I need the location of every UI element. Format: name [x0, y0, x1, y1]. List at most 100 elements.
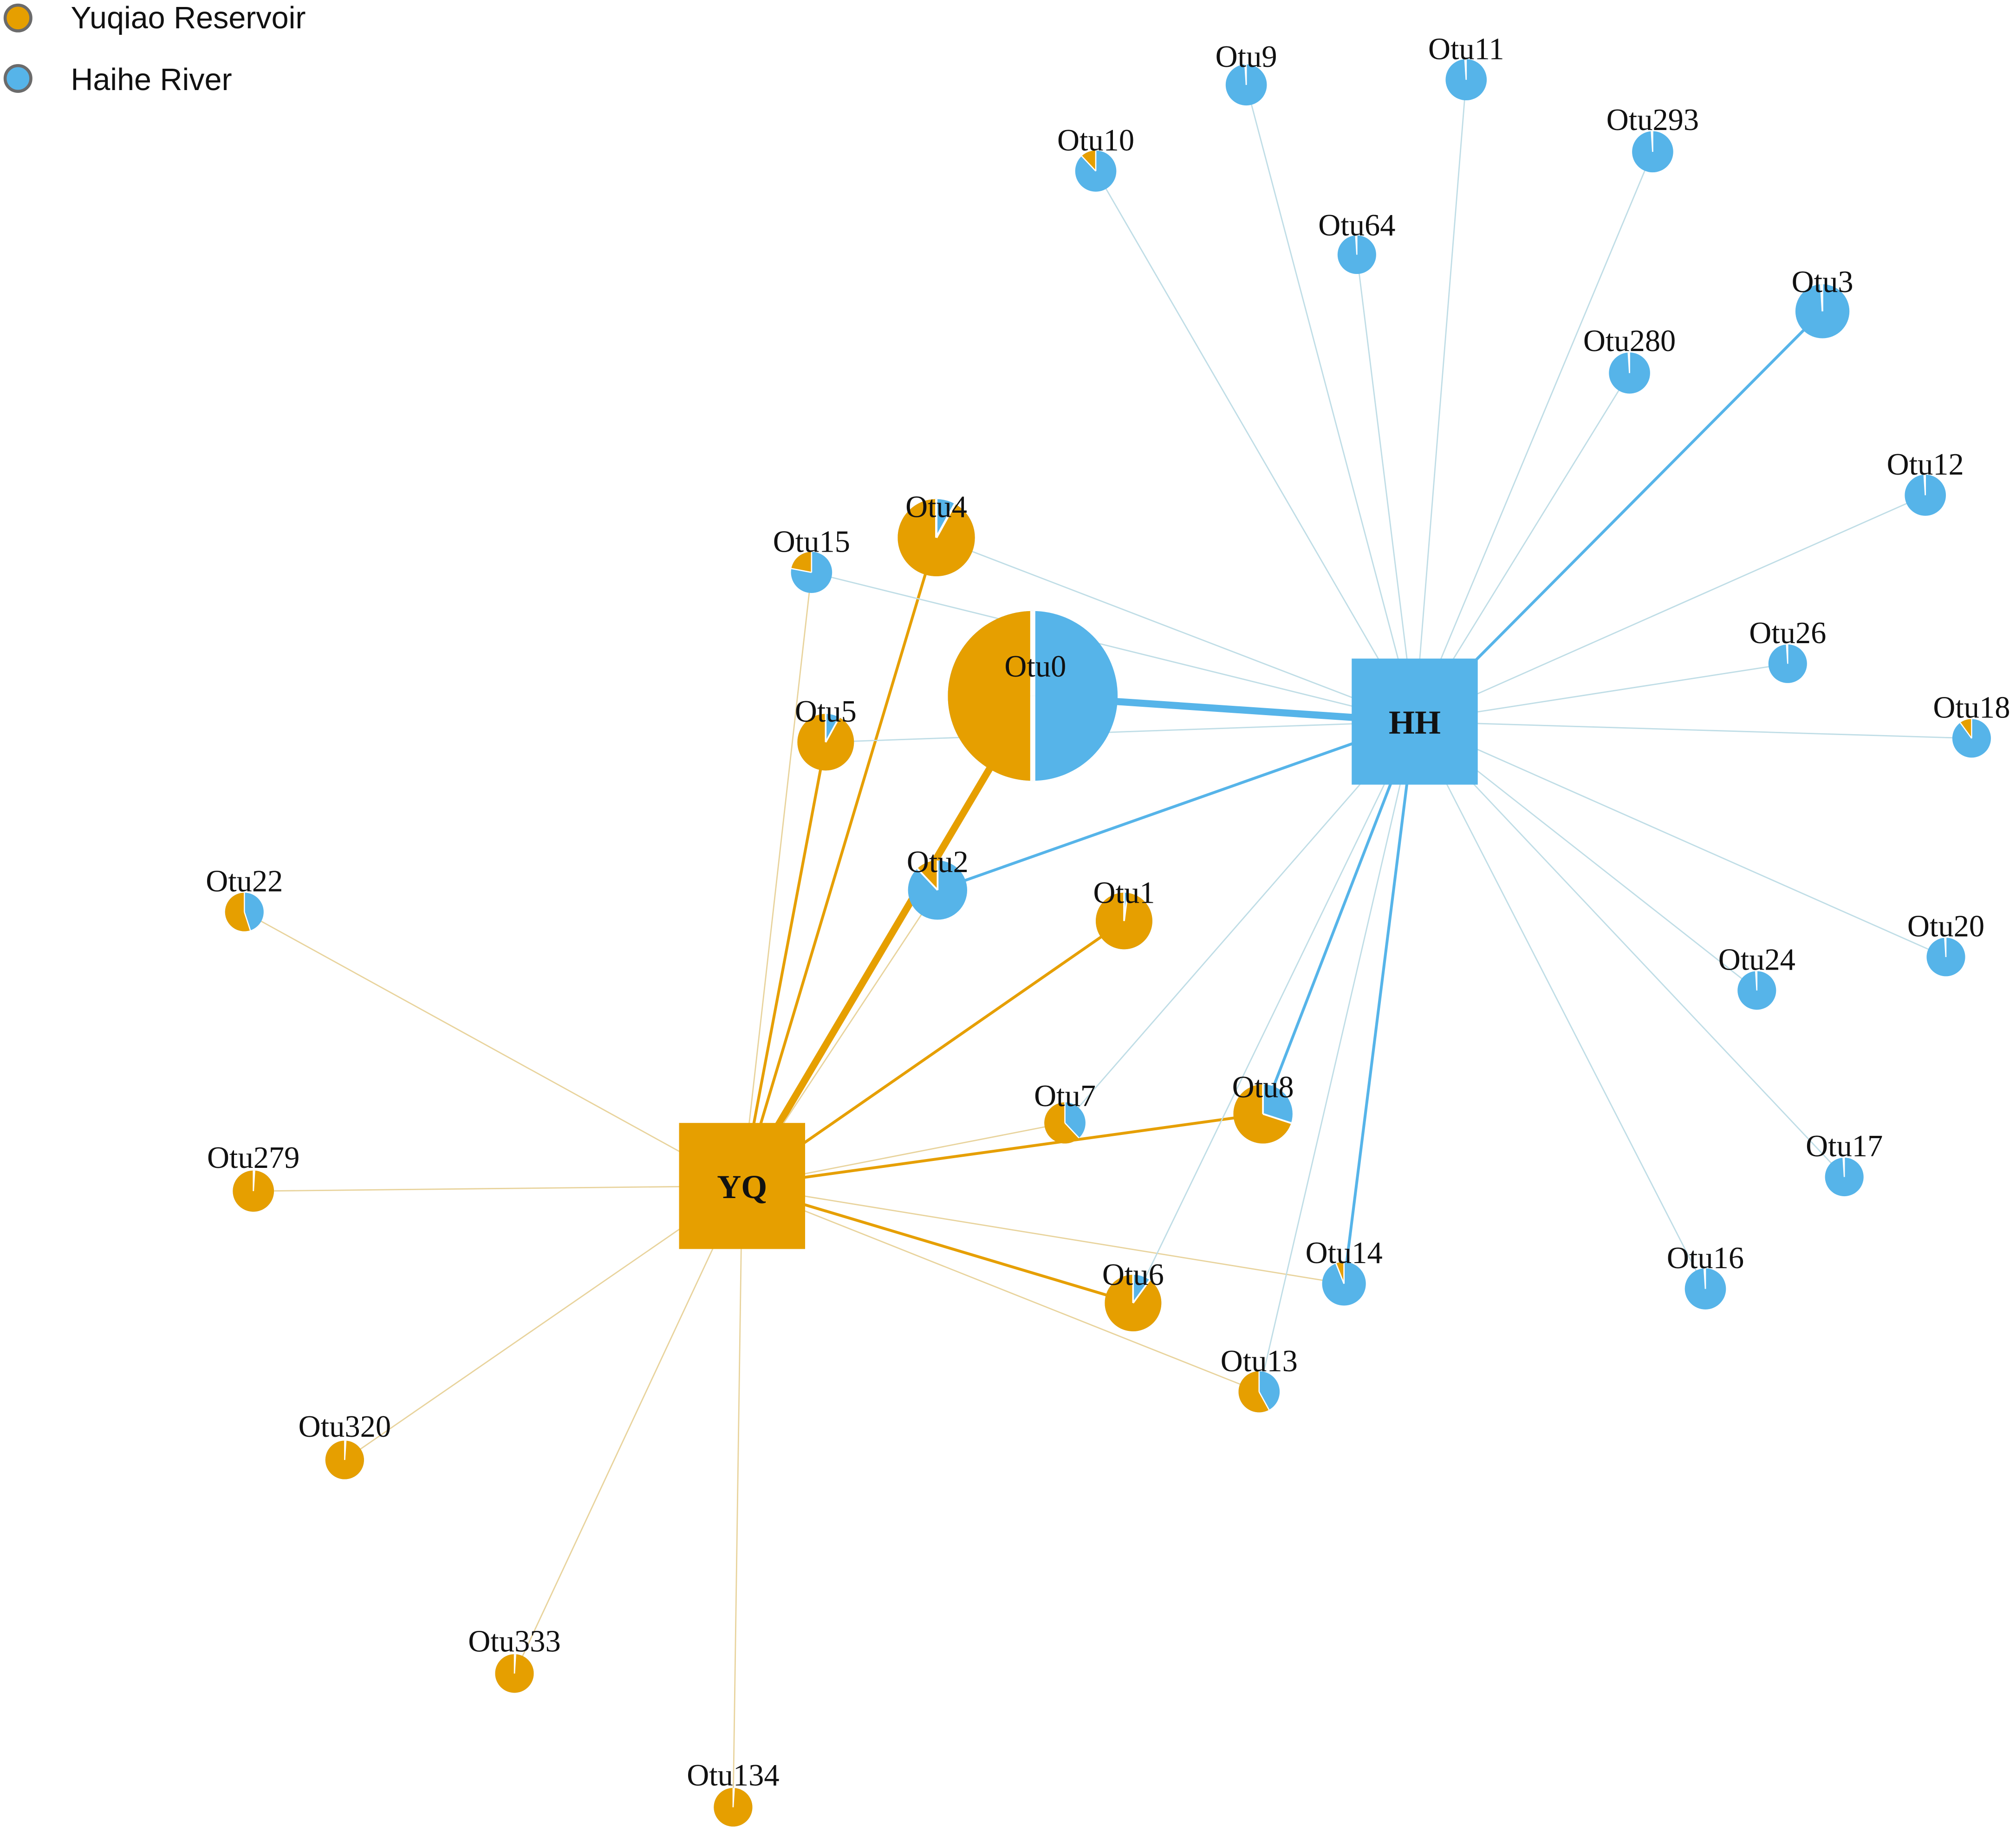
pie-node-otu16: [1684, 1268, 1726, 1310]
otu-label-otu7: Otu7: [1034, 1079, 1096, 1113]
pie-divider: [1244, 64, 1247, 85]
pie-divider: [1959, 722, 1972, 739]
otu-label-otu333: Otu333: [468, 1625, 560, 1659]
otu-label-otu6: Otu6: [1102, 1258, 1164, 1292]
pie-slice-yuqiao: [1238, 1371, 1269, 1413]
edge-hh-otu2: [937, 720, 1416, 892]
pie-node-otu1: [1096, 893, 1152, 950]
legend-item-haihe-river: Haihe River: [3, 63, 232, 97]
otu-label-otu5: Otu5: [795, 695, 857, 729]
edge-yq-otu1: [741, 919, 1125, 1187]
edge-yq-otu14: [742, 1185, 1344, 1284]
hub-node-hh: [1352, 658, 1478, 785]
otu-label-otu22: Otu22: [206, 865, 283, 899]
pie-node-otu280: [1609, 352, 1650, 394]
otu-label-otu9: Otu9: [1216, 40, 1277, 74]
legend-swatch: [3, 64, 33, 93]
legend-label: Haihe River: [71, 63, 232, 97]
pie-slice-yuqiao: [791, 552, 812, 573]
otu-label-otu24: Otu24: [1718, 943, 1795, 977]
pie-divider: [514, 1654, 516, 1674]
pie-node-otu4: [897, 499, 975, 576]
edge-hh-otu5: [826, 721, 1415, 743]
edge-hh-otu9: [1245, 85, 1416, 722]
edge-hh-otu293: [1414, 151, 1653, 722]
edge-yq-otu320: [344, 1185, 743, 1461]
pie-divider: [244, 912, 251, 931]
pie-divider: [1786, 644, 1788, 664]
edge-yq-otu8: [741, 1112, 1263, 1187]
pie-divider: [1627, 352, 1630, 373]
pie-divider: [1355, 235, 1358, 255]
otu-label-otu17: Otu17: [1806, 1129, 1883, 1163]
edge-hh-otu18: [1414, 721, 1972, 739]
pie-divider: [1703, 1268, 1706, 1289]
edge-hh-otu11: [1414, 79, 1467, 722]
edge-yq-otu6: [741, 1185, 1134, 1304]
pie-node-otu64: [1337, 235, 1376, 274]
otu-label-otu14: Otu14: [1306, 1236, 1383, 1270]
edge-hh-otu16: [1414, 721, 1706, 1290]
otu-label-otu1: Otu1: [1093, 876, 1155, 910]
pie-node-otu22: [225, 893, 264, 932]
pie-node-otu8: [1233, 1084, 1293, 1144]
pie-divider: [1258, 1391, 1270, 1410]
otu-label-otu280: Otu280: [1583, 324, 1676, 358]
pie-node-otu15: [791, 552, 832, 593]
edges-layer: [244, 79, 1972, 1807]
pie-divider: [791, 568, 812, 573]
edge-yq-otu13: [741, 1185, 1260, 1393]
edge-yq-otu15: [741, 572, 813, 1186]
pie-divider: [1123, 893, 1129, 921]
edge-hh-otu6: [1132, 721, 1416, 1303]
otu-label-otu12: Otu12: [1887, 448, 1964, 482]
pie-divider: [1132, 1279, 1151, 1304]
pie-divider: [253, 1170, 255, 1192]
otu-label-otu279: Otu279: [207, 1141, 299, 1175]
pie-node-otu3: [1795, 284, 1850, 339]
pie-node-otu134: [714, 1788, 753, 1827]
pie-node-otu279: [233, 1170, 274, 1212]
edge-hh-otu8: [1262, 721, 1416, 1114]
hub-label-hh: HH: [1389, 704, 1441, 741]
otu-label-otu4: Otu4: [905, 490, 967, 524]
hub-node-yq: [679, 1123, 806, 1249]
otu-label-otu3: Otu3: [1792, 265, 1853, 299]
edge-yq-otu5: [741, 742, 827, 1186]
edge-hh-otu3: [1413, 310, 1824, 723]
otu-label-otu10: Otu10: [1057, 124, 1134, 157]
pie-divider: [732, 1788, 735, 1807]
pie-divider: [917, 868, 938, 891]
otu-label-otu8: Otu8: [1232, 1070, 1294, 1104]
otu-label-otu134: Otu134: [687, 1759, 779, 1792]
pie-node-otu24: [1737, 971, 1776, 1010]
pie-divider: [1081, 156, 1097, 172]
otu-label-otu320: Otu320: [299, 1410, 391, 1444]
pie-divider: [825, 717, 840, 743]
edge-hh-otu4: [936, 537, 1415, 723]
otu-label-otu2: Otu2: [907, 845, 969, 879]
legend-item-yuqiao-reservoir: Yuqiao Reservoir: [3, 1, 306, 35]
pie-slice-yuqiao: [948, 611, 1033, 781]
pie-slice-yuqiao: [917, 860, 938, 890]
otu-label-otu293: Otu293: [1606, 103, 1699, 137]
pie-node-otu14: [1322, 1262, 1366, 1306]
pie-divider: [1944, 938, 1947, 957]
edge-yq-otu0: [739, 694, 1036, 1188]
edge-yq-otu134: [732, 1186, 743, 1807]
pie-node-otu18: [1952, 719, 1991, 758]
edge-hh-otu13: [1258, 721, 1416, 1392]
pie-node-otu333: [495, 1654, 534, 1693]
pie-divider: [1262, 1113, 1292, 1124]
otu-nodes-layer: [225, 59, 1991, 1827]
legend-label: Yuqiao Reservoir: [71, 1, 306, 35]
otu-label-otu20: Otu20: [1907, 910, 1984, 944]
pie-divider: [935, 503, 956, 539]
edge-hh-otu10: [1095, 170, 1416, 722]
pie-node-otu12: [1905, 475, 1946, 516]
pie-node-otu26: [1768, 644, 1807, 683]
